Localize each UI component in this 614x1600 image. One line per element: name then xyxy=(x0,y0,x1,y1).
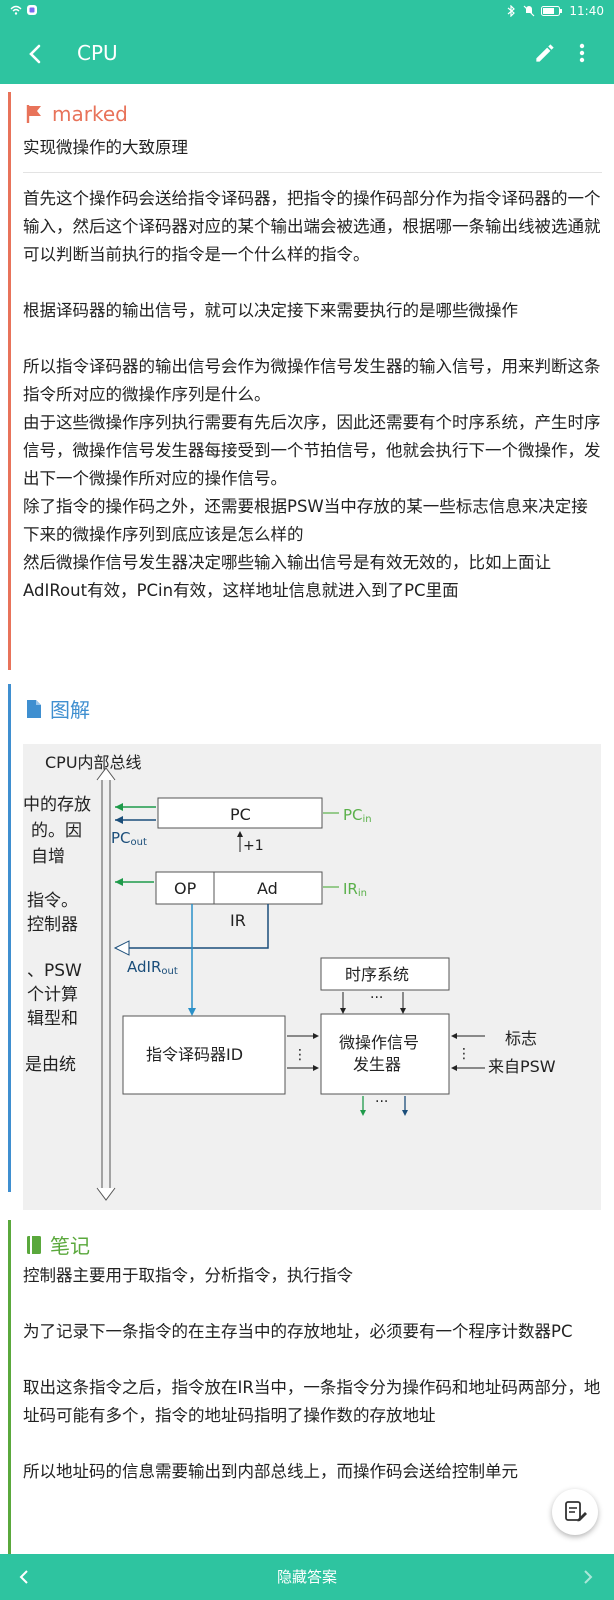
svg-text:AdIRout: AdIRout xyxy=(127,958,178,977)
flag-label: 标志 xyxy=(505,1029,537,1048)
marked-paragraph: 然后微操作信号发生器决定哪些输入输出信号是有效无效的，比如上面让AdIRout有… xyxy=(23,553,551,600)
notes-paragraph: 取出这条指令之后，指令放在IR当中，一条指令分为操作码和地址码两部分，地址码可能… xyxy=(23,1378,601,1425)
diagram-fragment: 指令。 xyxy=(27,891,78,911)
decoder-label: 指令译码器ID xyxy=(146,1045,243,1064)
wifi-icon xyxy=(10,5,22,15)
diagram-fragment: 辑型和 xyxy=(27,1009,78,1029)
edit-pencil-icon[interactable] xyxy=(532,40,558,66)
notebook-icon xyxy=(27,1235,41,1254)
next-chevron-icon[interactable] xyxy=(578,1567,598,1587)
marked-header-label: marked xyxy=(52,102,128,126)
marked-body: 实现微操作的大致原理 首先这个操作码会送给指令译码器，把指令的操作码部分作为指令… xyxy=(23,134,602,605)
diagram-fragment: 中的存放 xyxy=(23,795,91,815)
svg-text:···: ··· xyxy=(370,990,383,1006)
marked-header: marked xyxy=(26,102,128,126)
generator-line2: 发生器 xyxy=(353,1055,401,1074)
back-arrow-icon[interactable] xyxy=(20,38,52,70)
marked-section: marked 实现微操作的大致原理 首先这个操作码会送给指令译码器，把指令的操作… xyxy=(8,92,608,670)
notes-accent-bar xyxy=(8,1220,11,1554)
cpu-diagram: 中的存放 的。因 自增 指令。 控制器 、PSW 个计算 辑型和 是由统 CPU… xyxy=(23,744,601,1210)
app-toolbar: CPU xyxy=(0,24,614,84)
status-bar: 11:40 xyxy=(0,0,614,24)
pc-out-sub: out xyxy=(131,837,147,848)
ir-label: IR xyxy=(230,911,246,930)
ir-ad-field xyxy=(213,871,323,905)
figure-accent-bar xyxy=(8,684,11,1192)
pc-in-sub: in xyxy=(363,814,372,825)
svg-text:⋮: ⋮ xyxy=(457,1046,471,1062)
generator-line1: 微操作信号 xyxy=(339,1033,419,1052)
bottom-bar: 隐藏答案 xyxy=(0,1554,614,1600)
figure-header-label: 图解 xyxy=(50,698,90,722)
diagram-fragment: 控制器 xyxy=(27,915,78,935)
marked-question: 实现微操作的大致原理 xyxy=(23,138,188,157)
ad-label: Ad xyxy=(257,879,278,898)
notes-paragraph: 为了记录下一条指令的在主存当中的存放地址，必须要有一个程序计数器PC xyxy=(23,1322,573,1341)
more-vert-icon[interactable] xyxy=(574,40,590,66)
pc-out-label: PC xyxy=(111,829,131,847)
ir-in-sub: in xyxy=(358,888,367,899)
notes-body: 控制器主要用于取指令，分析指令，执行指令 为了记录下一条指令的在主存当中的存放地… xyxy=(23,1262,602,1486)
pc-out-arrow xyxy=(115,816,123,824)
figure-section: 图解 中的存放 的。因 自增 指令。 控制器 、PSW 个计算 辑型和 是由统 … xyxy=(8,684,608,1210)
quick-edit-fab[interactable] xyxy=(552,1489,598,1535)
flag-source-label: 来自PSW xyxy=(488,1057,556,1076)
clock: 11:40 xyxy=(569,4,604,18)
diagram-fragment: 是由统 xyxy=(25,1055,76,1075)
figure-header: 图解 xyxy=(26,694,90,723)
marked-paragraph: 由于这些微操作序列执行需要有先后次序，因此还需要有个时序系统，产生时序信号，微操… xyxy=(23,413,601,488)
marked-paragraph: 根据译码器的输出信号，就可以决定接下来需要执行的是哪些微操作 xyxy=(23,301,518,320)
app-notification-icon xyxy=(27,5,37,15)
bus-label: CPU内部总线 xyxy=(45,753,142,772)
diagram-fragment: 、PSW xyxy=(27,961,82,981)
bluetooth-icon xyxy=(508,5,516,17)
marked-accent-bar xyxy=(8,92,11,670)
note-edit-icon xyxy=(565,1501,587,1522)
pc-label: PC xyxy=(230,805,251,824)
ir-op-field xyxy=(155,871,215,905)
notes-paragraph: 所以地址码的信息需要输出到内部总线上，而操作码会送给控制单元 xyxy=(23,1462,518,1481)
svg-text:PCout: PCout xyxy=(111,829,147,848)
marked-paragraph: 首先这个操作码会送给指令译码器，把指令的操作码部分作为指令译码器的一个输入，然后… xyxy=(23,189,601,264)
increment-label: +1 xyxy=(243,838,264,854)
svg-text:···: ··· xyxy=(375,1094,388,1110)
diagram-fragment: 自增 xyxy=(31,847,65,867)
flag-icon xyxy=(26,105,41,123)
adirout-sub: out xyxy=(161,966,177,977)
pc-in-arrow xyxy=(115,803,123,811)
diagram-fragment: 的。因 xyxy=(31,821,82,841)
diagram-fragment: 个计算 xyxy=(27,985,78,1005)
notes-section: 笔记 控制器主要用于取指令，分析指令，执行指令 为了记录下一条指令的在主存当中的… xyxy=(8,1220,608,1554)
micro-op-generator xyxy=(320,1013,450,1095)
document-icon xyxy=(27,699,41,718)
marked-paragraph: 所以指令译码器的输出信号会作为微操作信号发生器的输入信号，用来判断这条指令所对应… xyxy=(23,357,601,404)
pc-register xyxy=(157,797,323,829)
notes-header-label: 笔记 xyxy=(50,1234,90,1258)
divider xyxy=(23,172,602,173)
pc-in-label: PC xyxy=(343,806,363,824)
mute-icon xyxy=(523,5,535,17)
previous-chevron-icon[interactable] xyxy=(14,1567,34,1587)
ir-in-label: IR xyxy=(343,880,358,898)
svg-text:PCin: PCin xyxy=(343,806,372,825)
battery-icon xyxy=(541,6,563,16)
svg-text:IRin: IRin xyxy=(343,880,367,899)
notes-paragraph: 控制器主要用于取指令，分析指令，执行指令 xyxy=(23,1266,353,1285)
timing-label: 时序系统 xyxy=(345,965,409,984)
hide-answer-button[interactable]: 隐藏答案 xyxy=(276,1568,337,1586)
marked-paragraph: 除了指令的操作码之外，还需要根据PSW当中存放的某一些标志信息来决定接下来的微操… xyxy=(23,497,588,544)
card-content: marked 实现微操作的大致原理 首先这个操作码会送给指令译码器，把指令的操作… xyxy=(0,84,614,1554)
internal-bus xyxy=(96,767,116,1201)
svg-text:⋮: ⋮ xyxy=(293,1047,307,1063)
adirout-label: AdIR xyxy=(127,958,161,976)
timing-system xyxy=(320,957,450,991)
notes-header: 笔记 xyxy=(26,1230,90,1259)
op-label: OP xyxy=(174,879,197,898)
page-title: CPU xyxy=(77,41,118,65)
instruction-decoder xyxy=(122,1015,286,1095)
